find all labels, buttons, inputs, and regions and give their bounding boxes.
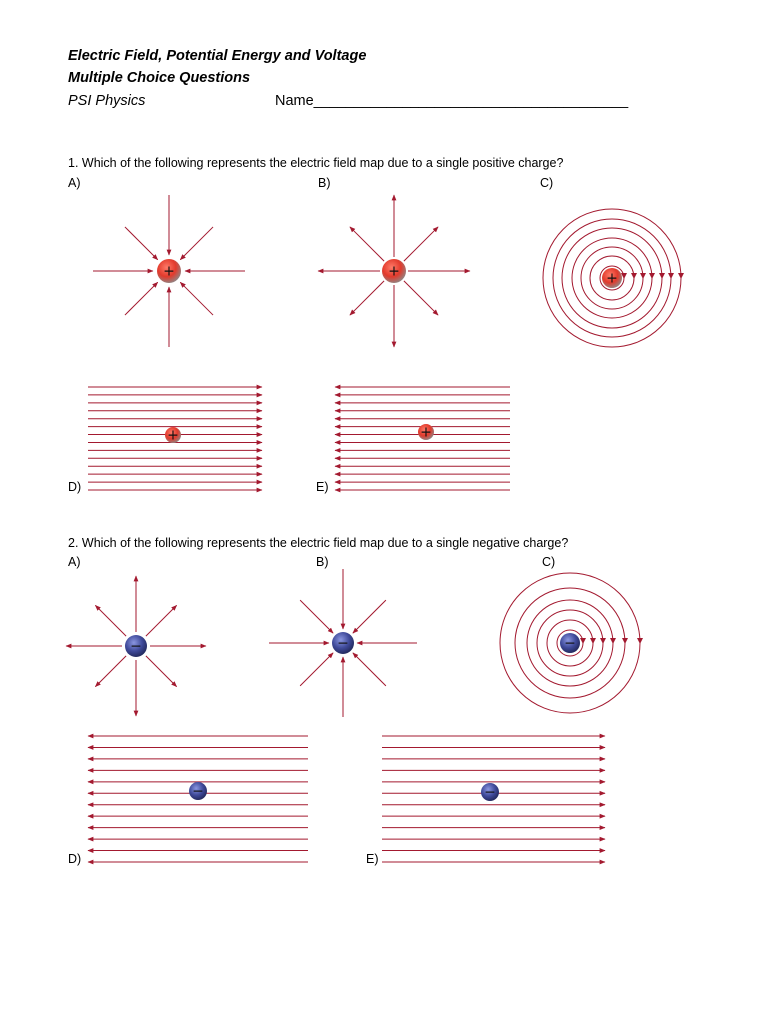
- charge-symbol: −: [484, 785, 496, 801]
- field-line: [299, 652, 334, 687]
- field-line: [145, 655, 178, 688]
- charge-symbol: +: [606, 271, 618, 287]
- negative-charge: [125, 635, 147, 657]
- charge-symbol: +: [388, 264, 400, 280]
- field-arrowhead: [631, 273, 637, 279]
- q2-option-a-label[interactable]: A): [68, 555, 81, 569]
- field-arrowhead: [649, 273, 655, 279]
- field-line: [352, 652, 387, 687]
- charge-symbol: +: [420, 425, 432, 441]
- field-arrowhead: [622, 638, 628, 644]
- charge-symbol: −: [130, 639, 142, 655]
- q2-option-c-label[interactable]: C): [542, 555, 556, 569]
- question-2-text: 2. Which of the following represents the…: [68, 536, 569, 550]
- q1-diagram-d-uniform-right-field[interactable]: +: [88, 384, 263, 493]
- q2-diagram-c-circular-field[interactable]: −: [499, 572, 643, 714]
- field-line: [94, 604, 127, 637]
- field-line: [299, 599, 334, 634]
- course-label: PSI Physics: [68, 93, 146, 109]
- field-arrowhead: [678, 273, 684, 279]
- field-arrowhead: [668, 273, 674, 279]
- q2-diagram-e-uniform-right-field[interactable]: −: [382, 733, 606, 865]
- field-line: [179, 226, 214, 261]
- q2-option-b-label[interactable]: B): [316, 555, 329, 569]
- q1-option-c-label[interactable]: C): [540, 176, 554, 190]
- negative-charge: [481, 783, 499, 801]
- field-arrowhead: [621, 273, 627, 279]
- field-line: [349, 226, 385, 262]
- charge-symbol: −: [337, 636, 349, 652]
- q2-diagram-b-inward-field[interactable]: −: [269, 569, 417, 717]
- field-arrowhead: [580, 638, 586, 644]
- field-line: [352, 599, 387, 634]
- charge-symbol: −: [192, 784, 204, 800]
- field-line: [94, 655, 127, 688]
- field-arrowhead: [640, 273, 646, 279]
- q1-diagram-c-circular-field[interactable]: +: [542, 208, 684, 348]
- field-arrowhead: [610, 638, 616, 644]
- field-line: [403, 280, 439, 316]
- field-line: [179, 281, 214, 316]
- negative-charge: [560, 633, 580, 653]
- q2-diagram-a-outward-field[interactable]: −: [65, 575, 207, 717]
- q2-option-d-label[interactable]: D): [68, 852, 82, 866]
- name-field[interactable]: Name____________________________________…: [275, 93, 629, 109]
- q2-diagram-d-uniform-left-field[interactable]: −: [87, 733, 308, 865]
- positive-charge: [382, 259, 406, 283]
- field-line: [349, 280, 385, 316]
- charge-symbol: −: [564, 636, 576, 652]
- worksheet-subtitle: Multiple Choice Questions: [68, 70, 251, 86]
- field-line: [124, 281, 159, 316]
- charge-symbol: +: [167, 428, 179, 444]
- q2-option-e-label[interactable]: E): [366, 852, 379, 866]
- worksheet-title: Electric Field, Potential Energy and Vol…: [68, 48, 367, 64]
- field-arrowhead: [600, 638, 606, 644]
- positive-charge: [602, 268, 622, 288]
- q1-diagram-a-inward-field[interactable]: +: [93, 195, 245, 347]
- positive-charge: [165, 427, 181, 443]
- q1-option-a-label[interactable]: A): [68, 176, 81, 190]
- field-line: [403, 226, 439, 262]
- charge-symbol: +: [163, 264, 175, 280]
- field-line: [145, 604, 178, 637]
- field-arrowhead: [637, 638, 643, 644]
- q1-option-d-label[interactable]: D): [68, 480, 82, 494]
- field-line: [124, 226, 159, 261]
- q1-option-e-label[interactable]: E): [316, 480, 329, 494]
- negative-charge: [189, 782, 207, 800]
- q1-diagram-b-outward-field[interactable]: +: [317, 194, 471, 348]
- q1-option-b-label[interactable]: B): [318, 176, 331, 190]
- negative-charge: [332, 632, 354, 654]
- positive-charge: [418, 424, 434, 440]
- field-arrowhead: [590, 638, 596, 644]
- question-1-text: 1. Which of the following represents the…: [68, 156, 564, 170]
- positive-charge: [157, 259, 181, 283]
- field-arrowhead: [659, 273, 665, 279]
- q1-diagram-e-uniform-left-field[interactable]: +: [334, 384, 510, 493]
